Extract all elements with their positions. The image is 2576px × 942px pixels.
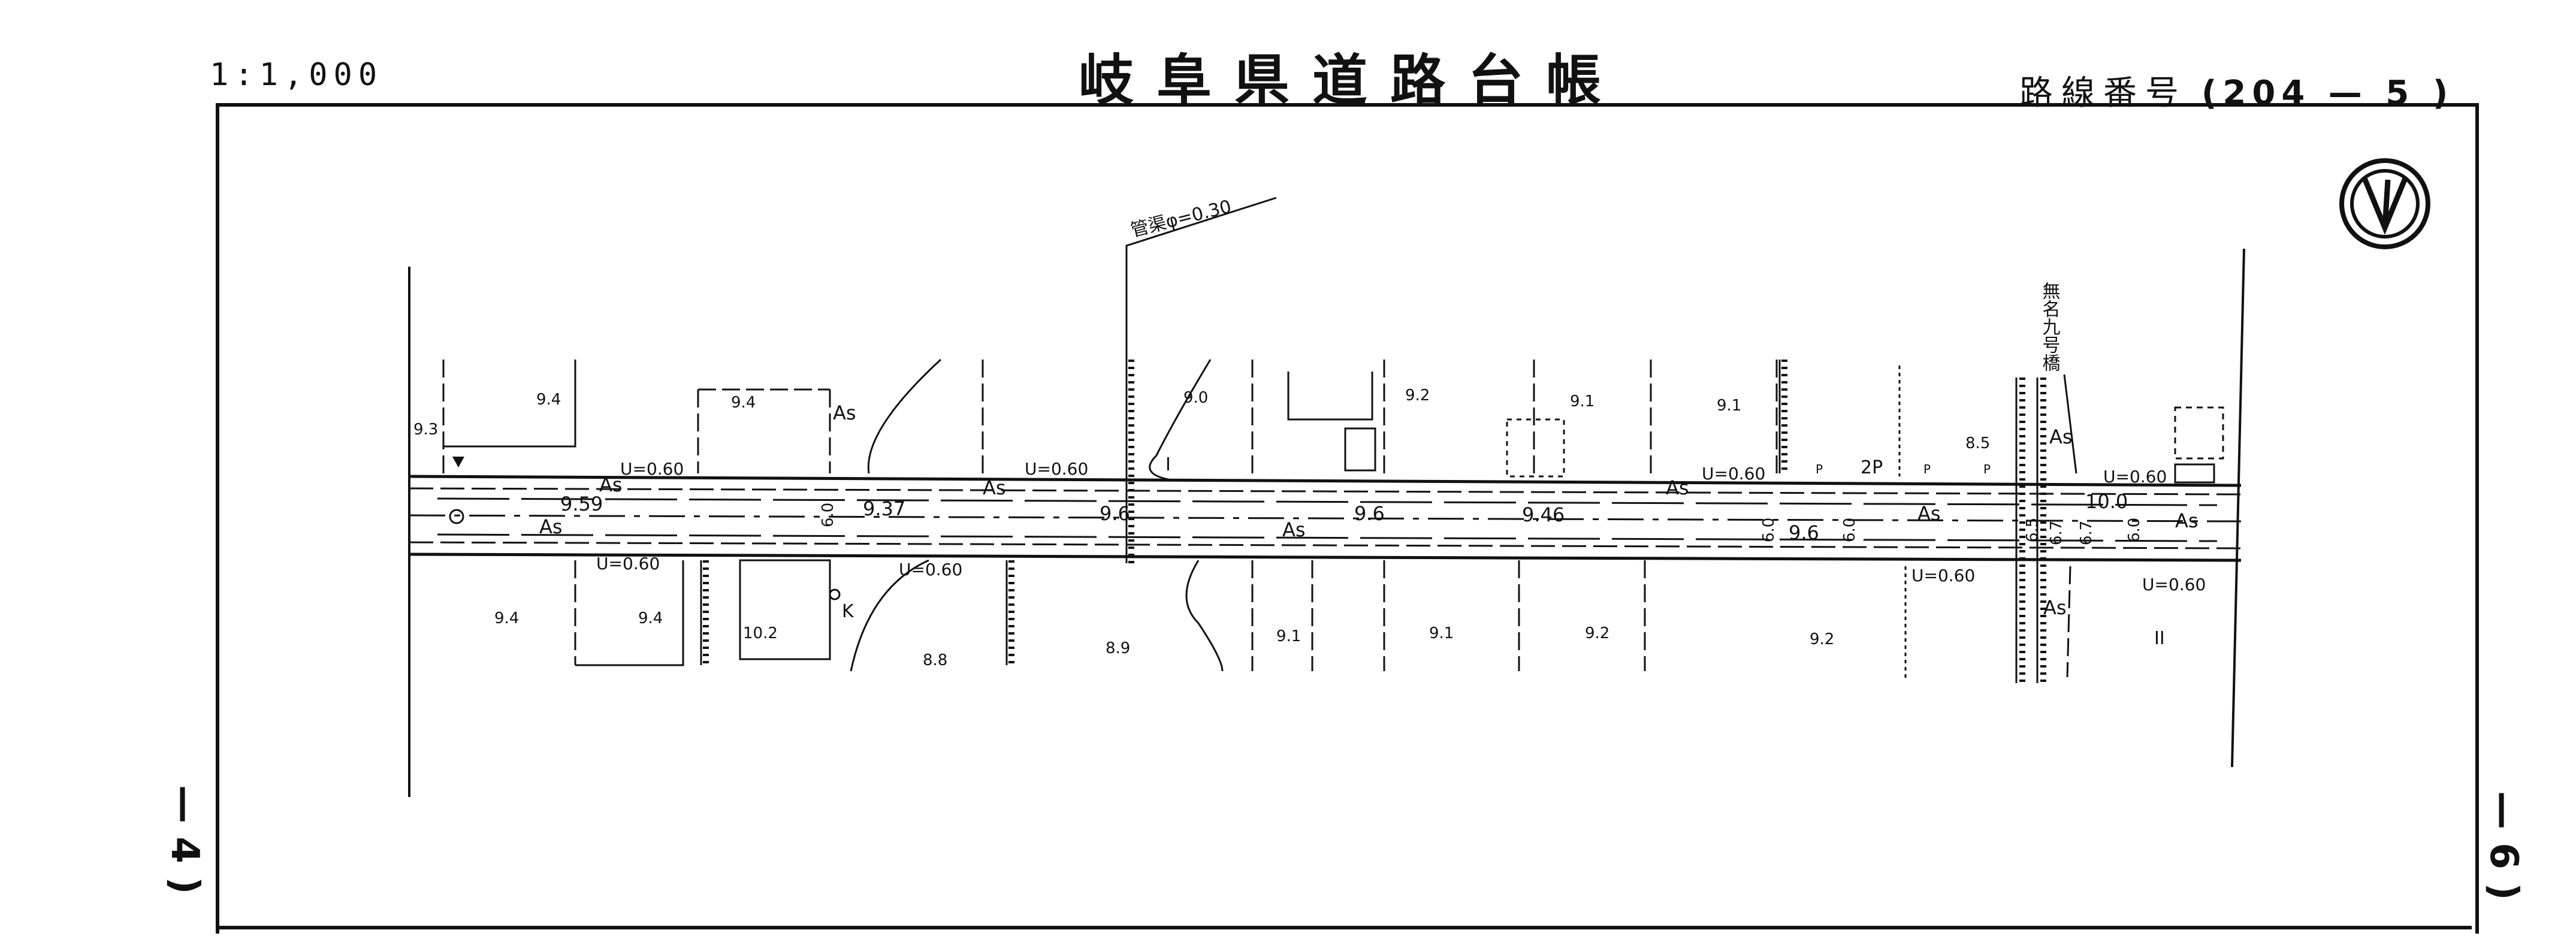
elev-91-4: 9.1	[1429, 624, 1454, 642]
seg-60-1: 6.0	[1760, 518, 1778, 542]
label-as-3: As	[833, 401, 856, 424]
elev-94-2: 9.4	[731, 394, 756, 412]
pavement-labels: As As As As As As As As As As	[539, 401, 2198, 619]
gutter-labels: U=0.60 U=0.60 U=0.60 U=0.60 U=0.60 U=0.6…	[596, 459, 2206, 594]
seg-60-3: 6.0	[2125, 518, 2143, 542]
map-frame	[216, 103, 2479, 934]
elev-93: 9.3	[413, 421, 438, 439]
map-right-edge	[2231, 248, 2245, 768]
road-body	[409, 475, 2242, 562]
elev-91-1: 9.1	[1570, 393, 1594, 410]
seg-60-2: 6.0	[1841, 518, 1859, 542]
elev-92-3: 9.2	[1810, 630, 1834, 648]
misc-labels: 2P P P P K I II	[842, 454, 2165, 649]
label-as-6: As	[1666, 476, 1689, 499]
label-2p: 2P	[1861, 457, 1883, 478]
gutter-6: U=0.60	[899, 560, 962, 579]
label-as-4: As	[983, 476, 1006, 499]
elevation-labels: 9.3 9.4 9.4 9.0 9.2 9.1 9.1 8.5 9.4 9.4 …	[413, 387, 1990, 669]
label-p-1: P	[1816, 462, 1823, 476]
elev-88: 8.8	[923, 651, 947, 669]
gutter-3: U=0.60	[1702, 464, 1765, 484]
elev-91-2: 9.1	[1717, 397, 1741, 415]
gutter-5: U=0.60	[596, 554, 660, 573]
width-96-3: 9.6	[1789, 521, 1819, 544]
seg-67-1: 6.7	[2047, 521, 2065, 545]
label-as-9: As	[2049, 425, 2073, 448]
seg-65: 6.5	[2024, 518, 2042, 542]
elev-92-1: 9.2	[1405, 387, 1430, 404]
north-arrow-icon	[2339, 158, 2430, 249]
gutter-1: U=0.60	[620, 459, 684, 479]
elev-94-3: 9.4	[494, 609, 519, 627]
bridge-label: 無名九号橋	[2039, 282, 2061, 372]
label-as-1: As	[599, 473, 623, 496]
label-as-2: As	[539, 515, 563, 538]
label-as-10: As	[2043, 596, 2067, 619]
road-width-labels: 9.59 9.37 9.6 9.6 9.46 9.6 10.0	[560, 490, 2128, 544]
label-ii: II	[2154, 628, 2165, 649]
map-scale: 1:1,000	[210, 57, 383, 93]
survey-markers	[449, 457, 841, 600]
width-937: 9.37	[863, 497, 905, 520]
elev-90: 9.0	[1183, 389, 1208, 407]
elev-94-4: 9.4	[638, 609, 663, 627]
pipe-label: 管渠φ=0.30	[1128, 196, 1233, 241]
bridge-name: 無名九号橋	[2039, 282, 2061, 372]
width-96-2: 9.6	[1354, 502, 1385, 525]
label-as-7: As	[1917, 502, 1941, 525]
segment-labels: 6.0 6.0 6.0 6.5 6.7 6.7 6.0	[819, 503, 2143, 545]
label-p-3: P	[1983, 462, 1991, 476]
label-p-2: P	[1923, 462, 1931, 476]
width-100: 10.0	[2085, 490, 2128, 513]
label-as-8: As	[2175, 509, 2198, 532]
page-title: 岐阜県道路台帳	[1079, 48, 1624, 113]
elev-102: 10.2	[743, 624, 778, 642]
seg-67-2: 6.7	[2077, 521, 2095, 545]
width-96-1: 9.6	[1100, 502, 1130, 525]
elev-89: 8.9	[1106, 639, 1130, 657]
gutter-7: U=0.60	[1911, 566, 1975, 585]
label-i: I	[1165, 454, 1171, 475]
gutter-4: U=0.60	[2103, 467, 2167, 487]
elev-91-3: 9.1	[1276, 627, 1301, 645]
label-as-5: As	[1282, 518, 1306, 541]
frame-divider	[216, 926, 2472, 929]
seg-60-4: 6.0	[819, 503, 837, 527]
pipe-callout	[1125, 197, 1277, 479]
gutter-2: U=0.60	[1025, 459, 1088, 479]
width-946: 9.46	[1522, 503, 1565, 526]
elev-94-1: 9.4	[536, 391, 561, 409]
elev-85: 8.5	[1965, 434, 1990, 452]
property-lines	[442, 358, 2224, 680]
width-959: 9.59	[560, 493, 603, 515]
elev-92-2: 9.2	[1585, 624, 1609, 642]
manhole-icon	[829, 588, 841, 600]
gutter-8: U=0.60	[2142, 575, 2206, 594]
label-k: K	[842, 601, 854, 622]
survey-triangle-icon	[452, 457, 464, 467]
survey-circle-icon	[449, 509, 464, 524]
